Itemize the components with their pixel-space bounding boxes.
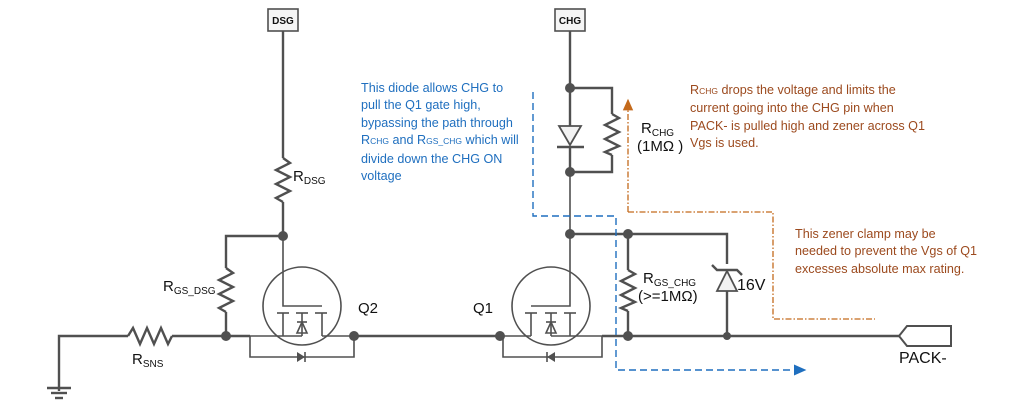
zener-note: This zener clamp may be needed to preven… bbox=[795, 226, 977, 278]
q1-gate-bus bbox=[570, 232, 729, 264]
zener-note-outline bbox=[628, 211, 875, 320]
r-gs-dsg-label: RGS_DSG bbox=[163, 278, 216, 297]
zener-note-line-2: needed to prevent the Vgs of Q1 bbox=[795, 244, 978, 259]
chg-pin-label: CHG bbox=[559, 16, 581, 27]
diode-note-line-1: This diode allows CHG to bbox=[361, 81, 504, 95]
rchg-note: RCHG drops the voltage and limits the cu… bbox=[690, 82, 925, 153]
r-gs-chg-label: RGS_CHG bbox=[643, 270, 696, 289]
r-gs-dsg-resistor bbox=[216, 267, 236, 314]
r-chg-bottom-wire bbox=[570, 155, 614, 174]
dsg-pin: DSG bbox=[267, 8, 299, 32]
zener-label: 16V bbox=[737, 277, 766, 294]
r-gs-chg-resistor bbox=[617, 268, 638, 313]
r-sns-resistor bbox=[126, 325, 174, 347]
r-gs-chg-value: (>=1MΩ) bbox=[638, 288, 698, 305]
pack-pin bbox=[897, 325, 952, 347]
chg-pin: CHG bbox=[554, 8, 586, 32]
r-chg-label: RCHG bbox=[641, 120, 674, 139]
diode-note-line-6: voltage bbox=[361, 169, 402, 184]
r-chg-top-wire bbox=[570, 86, 614, 114]
r-dsg-resistor bbox=[273, 157, 293, 204]
diode-note: This diode allows CHG to pull the Q1 gat… bbox=[361, 80, 519, 185]
diode-note-line-3: bypassing the path through bbox=[361, 115, 513, 130]
zener-note-line-3: excesses absolute max rating. bbox=[795, 261, 965, 276]
q1-label: Q1 bbox=[473, 300, 493, 317]
r-dsg-label: RDSG bbox=[293, 168, 326, 187]
pack-pin-label: PACK- bbox=[899, 350, 947, 367]
q2-mosfet bbox=[249, 236, 355, 362]
rchg-note-line-3: PACK- is pulled high and zener across Q1 bbox=[690, 118, 925, 133]
bypass-diode bbox=[557, 125, 584, 149]
ground-wire bbox=[57, 334, 128, 391]
r-sns-label: RSNS bbox=[132, 351, 164, 370]
rchg-note-line-2: current going into the CHG pin when bbox=[690, 101, 894, 116]
dsg-pin-label: DSG bbox=[272, 16, 294, 27]
bypass-current-path bbox=[532, 92, 807, 376]
q1-mosfet bbox=[500, 234, 603, 362]
diode-note-line-2: pull the Q1 gate high, bbox=[361, 98, 481, 113]
q2-label: Q2 bbox=[358, 300, 378, 317]
rchg-note-line-1: RCHG drops the voltage and limits the bbox=[690, 83, 896, 97]
diode-note-line-4: RCHG and RGS_CHG which will bbox=[361, 133, 519, 148]
r-chg-value: (1MΩ ) bbox=[637, 138, 683, 155]
diode-note-line-5: divide down the CHG ON bbox=[361, 151, 503, 166]
zener-note-line-1: This zener clamp may be bbox=[795, 227, 936, 241]
r-gs-dsg-top-wire bbox=[224, 234, 283, 268]
q2-source-node bbox=[221, 331, 231, 341]
r-chg-resistor bbox=[601, 112, 622, 157]
rchg-note-line-4: Vgs is used. bbox=[690, 136, 759, 151]
ground-icon bbox=[47, 386, 71, 400]
